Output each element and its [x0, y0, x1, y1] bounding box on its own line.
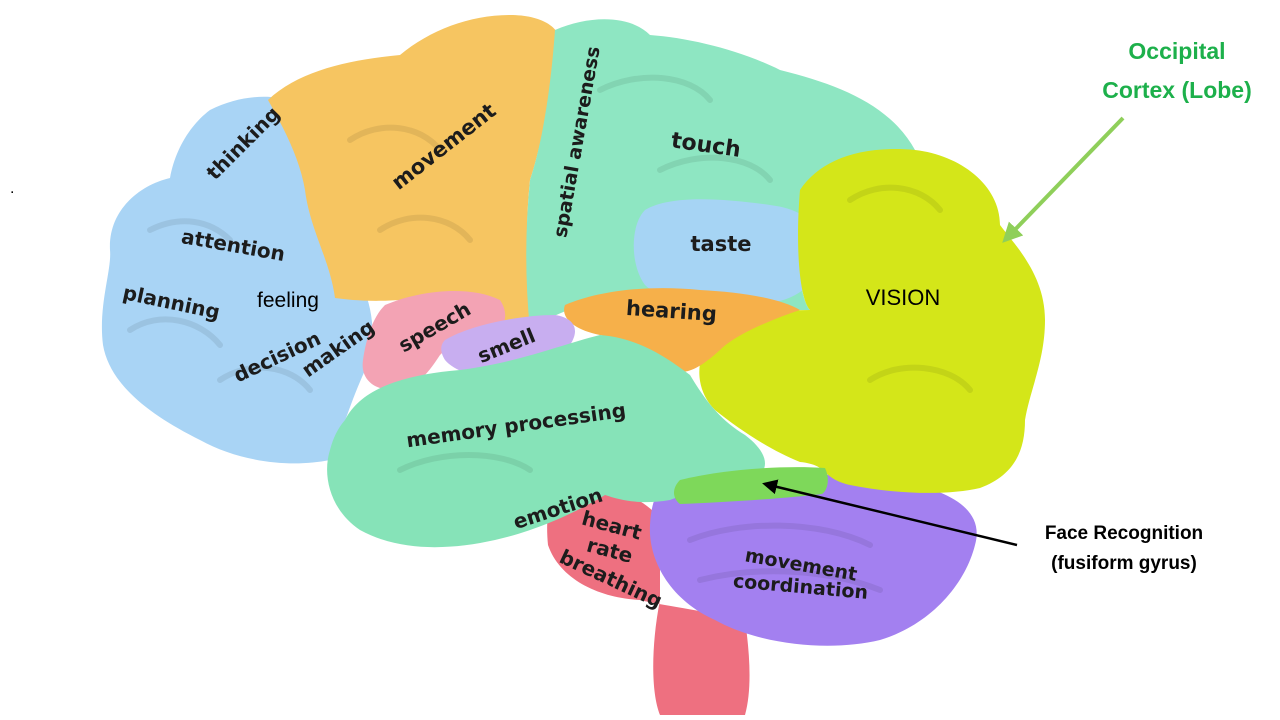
stray-mark: .: [10, 180, 14, 197]
motor-cortex-region: [268, 15, 561, 332]
fusiform-gyrus-region: [674, 467, 828, 504]
face-recognition-arrow: [762, 479, 1018, 547]
occipital-arrow: [1002, 116, 1125, 243]
gyri-folds: [127, 74, 973, 593]
brainstem-region: [547, 470, 750, 715]
face-recognition-line1: Face Recognition: [1045, 523, 1203, 544]
occipital-callout-line2: Cortex (Lobe): [1102, 77, 1252, 103]
occipital-lobe-region: [699, 149, 1045, 493]
cerebellum-region: [649, 473, 977, 646]
parietal-lobe-region: [526, 19, 915, 331]
hearing-region: [564, 288, 800, 372]
speech-region: [362, 290, 506, 391]
label-feeling: feeling: [257, 289, 319, 312]
temporal-lobe-region: [327, 335, 765, 548]
face-recognition-line2: (fusiform gyrus): [1051, 553, 1197, 574]
label-taste: taste: [691, 232, 752, 256]
occipital-callout-line1: Occipital: [1128, 38, 1225, 64]
label-vision: VISION: [866, 285, 941, 310]
taste-region: [633, 199, 821, 306]
